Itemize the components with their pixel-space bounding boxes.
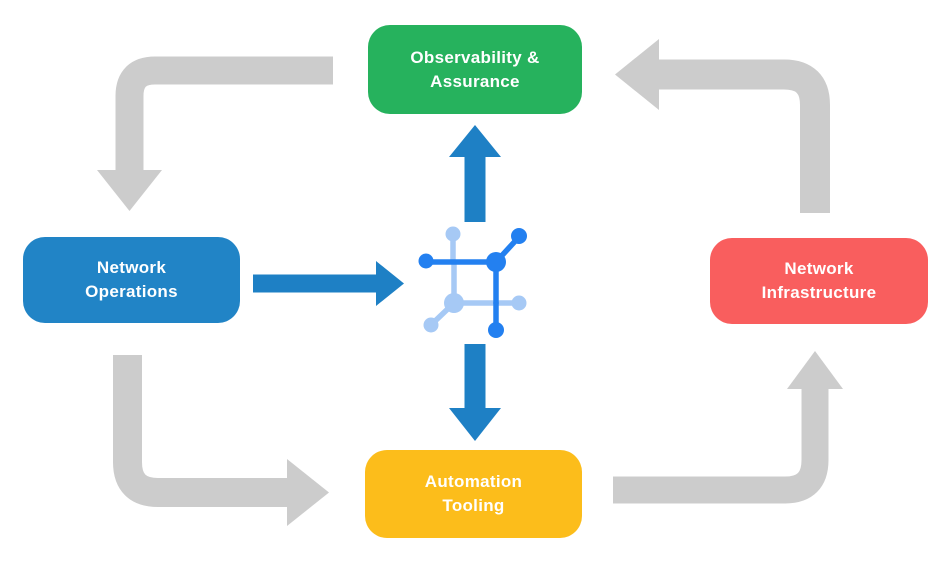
node-label-line: Assurance (430, 71, 520, 91)
arrow-automation-to-infrastructure (613, 351, 843, 504)
arrow-head-down (97, 170, 162, 211)
node-label-line: Infrastructure (761, 283, 877, 302)
arrow-head-up (787, 351, 843, 389)
arrow-operations-to-center (253, 261, 404, 306)
arrow-operations-to-automation (113, 355, 329, 526)
node-observability-assurance: Observability & Assurance (368, 25, 582, 114)
node-network-infrastructure: Network Infrastructure (710, 238, 928, 324)
node-label-line: Observability & (410, 47, 540, 67)
arrow-head-right (376, 261, 404, 306)
arrow-head-right (287, 459, 329, 526)
arrow-center-to-automation (449, 344, 501, 441)
node-network-operations: Network Operations (23, 237, 240, 323)
arrow-head-left (615, 39, 659, 110)
node-label-line: Network (784, 259, 854, 278)
node-automation-tooling: Automation Tooling (365, 450, 582, 538)
arrow-shaft (659, 59, 830, 213)
node-label-line: Automation (424, 472, 523, 491)
arrow-shaft (613, 389, 829, 504)
arrow-shaft (115, 56, 333, 172)
arrow-infrastructure-to-observability (615, 39, 830, 213)
network-fabric-icon (418, 226, 527, 338)
icon-light-nodes (423, 226, 527, 333)
node-label-line: Network (96, 258, 167, 277)
node-label-line: Tooling (442, 496, 505, 515)
node-label-line: Operations (85, 282, 178, 301)
icon-dark-nodes (418, 228, 527, 338)
arrow-center-to-observability (449, 125, 501, 222)
arrow-head-down (449, 408, 501, 441)
arrow-observability-to-operations (97, 56, 333, 211)
arrow-head-up (449, 125, 501, 157)
arrow-shaft (113, 355, 288, 507)
